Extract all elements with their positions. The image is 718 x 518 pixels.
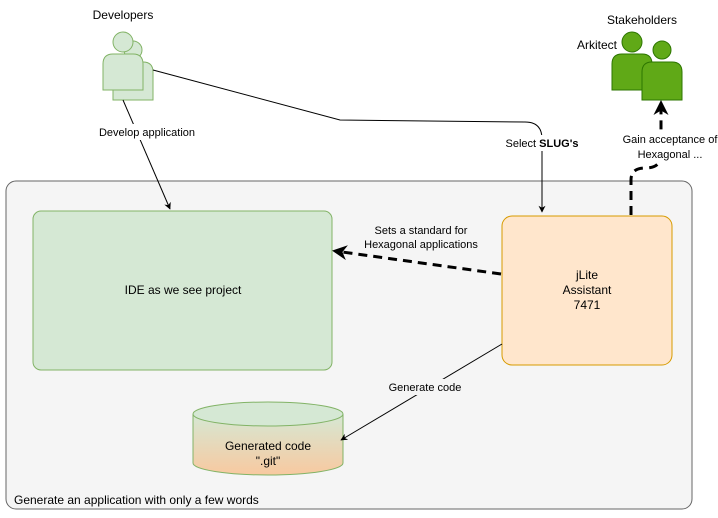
- generated-code-label-line2: ".git": [256, 454, 281, 468]
- ide-box[interactable]: [32, 210, 333, 371]
- assistant-label-line2: Assistant: [563, 283, 612, 297]
- edge-standard-label-line1: Sets a standard for: [375, 225, 468, 237]
- generated-code-node[interactable]: Generated code ".git": [192, 401, 344, 476]
- edge-develop[interactable]: Develop application: [96, 99, 200, 210]
- edge-standard-line: [332, 245, 502, 276]
- generated-code-label-line1: Generated code: [225, 439, 311, 453]
- edge-develop-line: [122, 99, 171, 210]
- edge-acceptance-label-line1: Gain acceptance of: [623, 134, 718, 146]
- edge-generate[interactable]: Generate code: [340, 343, 503, 441]
- developers-label: Developers: [93, 8, 154, 22]
- edge-acceptance[interactable]: Gain acceptance of Hexagonal ...: [620, 100, 718, 215]
- assistant-node[interactable]: jLite Assistant 7471: [501, 215, 673, 366]
- edge-select-label-bold: SLUG's: [539, 138, 578, 150]
- edge-acceptance-label-bg: [620, 131, 718, 163]
- edge-select-label: Select SLUG's: [506, 138, 579, 150]
- assistant-label-line1: jLite: [575, 268, 598, 282]
- stakeholder-person-back: [641, 40, 683, 101]
- edge-acceptance-label-line2: Hexagonal ...: [638, 149, 703, 161]
- container-label: Generate an application with only a few …: [14, 493, 259, 507]
- edge-generate-label: Generate code: [389, 382, 462, 394]
- edge-standard[interactable]: Sets a standard for Hexagonal applicatio…: [332, 225, 502, 276]
- developers-actor[interactable]: Developers: [93, 8, 154, 101]
- edge-standard-label-line2: Hexagonal applications: [364, 239, 478, 251]
- ide-label: IDE as we see project: [125, 283, 242, 297]
- developer-person-front: [102, 31, 144, 91]
- edge-select-label-bg: [501, 135, 583, 151]
- cylinder-top: [192, 401, 344, 427]
- ide-node[interactable]: IDE as we see project: [32, 210, 333, 371]
- edge-select[interactable]: Select SLUG's: [152, 69, 583, 213]
- edge-generate-label-bg: [384, 379, 466, 395]
- edge-develop-label: Develop application: [99, 127, 195, 139]
- edge-select-label-prefix: Select: [506, 138, 540, 150]
- stakeholders-label: Stakeholders: [607, 13, 677, 27]
- arkitect-label: Arkitect: [577, 38, 618, 52]
- stakeholders-actor[interactable]: Stakeholders Arkitect: [577, 13, 683, 101]
- assistant-label-line3: 7471: [574, 298, 601, 312]
- edge-develop-label-bg: [96, 124, 200, 140]
- cylinder-body[interactable]: [192, 414, 344, 476]
- assistant-box[interactable]: [501, 215, 673, 366]
